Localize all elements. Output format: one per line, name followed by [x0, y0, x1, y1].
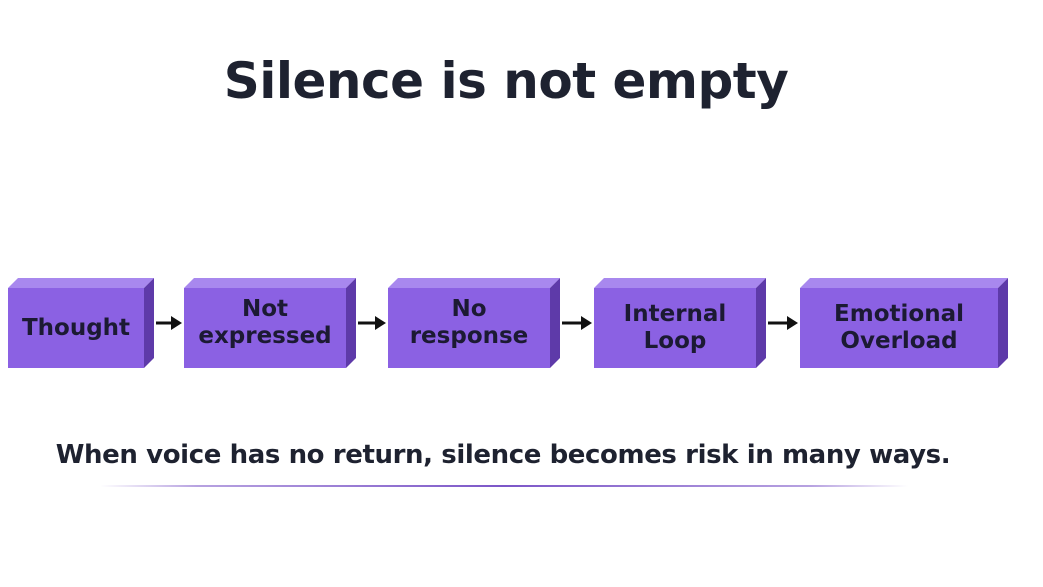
- flow-arrow: [357, 313, 387, 333]
- arrow-right-icon: [562, 316, 592, 330]
- arrow-right-icon: [768, 316, 798, 330]
- flow-step-no-response: No response: [388, 278, 560, 368]
- arrow-right-icon: [156, 316, 182, 330]
- flow-arrow: [561, 313, 593, 333]
- flow-arrow: [155, 313, 183, 333]
- flow-step-line-1: Emotional: [834, 301, 964, 327]
- flow-step-emotional-overload: Emotional Overload: [800, 278, 1008, 368]
- flow-step-thought: Thought: [8, 278, 154, 368]
- box-shape: [594, 278, 766, 368]
- flow-step-label: Internal Loop: [594, 288, 756, 368]
- flow-arrow: [767, 313, 799, 333]
- slide-title: Silence is not empty: [223, 52, 789, 110]
- flow-step-line-1: Internal: [623, 301, 727, 327]
- flow-step-line-1: No: [451, 296, 487, 322]
- flow-step-label: Thought: [8, 288, 144, 368]
- flow-step-line-1: Thought: [21, 314, 131, 341]
- flow-step-label: Not expressed: [184, 278, 346, 368]
- flow-step-line-2: Loop: [643, 328, 707, 354]
- flow-step-line-1: Not: [241, 296, 289, 322]
- flow-step-line-2: expressed: [198, 323, 332, 349]
- flow-step-label: No response: [388, 278, 550, 368]
- flow-step-line-2: response: [409, 323, 529, 349]
- box-shape: [388, 278, 560, 368]
- caption-underline: [100, 485, 908, 487]
- arrow-right-icon: [358, 316, 386, 330]
- slide-caption: When voice has no return, silence become…: [55, 440, 951, 470]
- flow-step-line-2: Overload: [840, 328, 958, 354]
- flow-step-internal-loop: Internal Loop: [594, 278, 766, 368]
- box-shape: [800, 278, 1008, 368]
- box-shape: [184, 278, 356, 368]
- box-shape: [8, 278, 154, 368]
- flow-step-label: Emotional Overload: [800, 288, 998, 368]
- flow-step-not-expressed: Not expressed: [184, 278, 356, 368]
